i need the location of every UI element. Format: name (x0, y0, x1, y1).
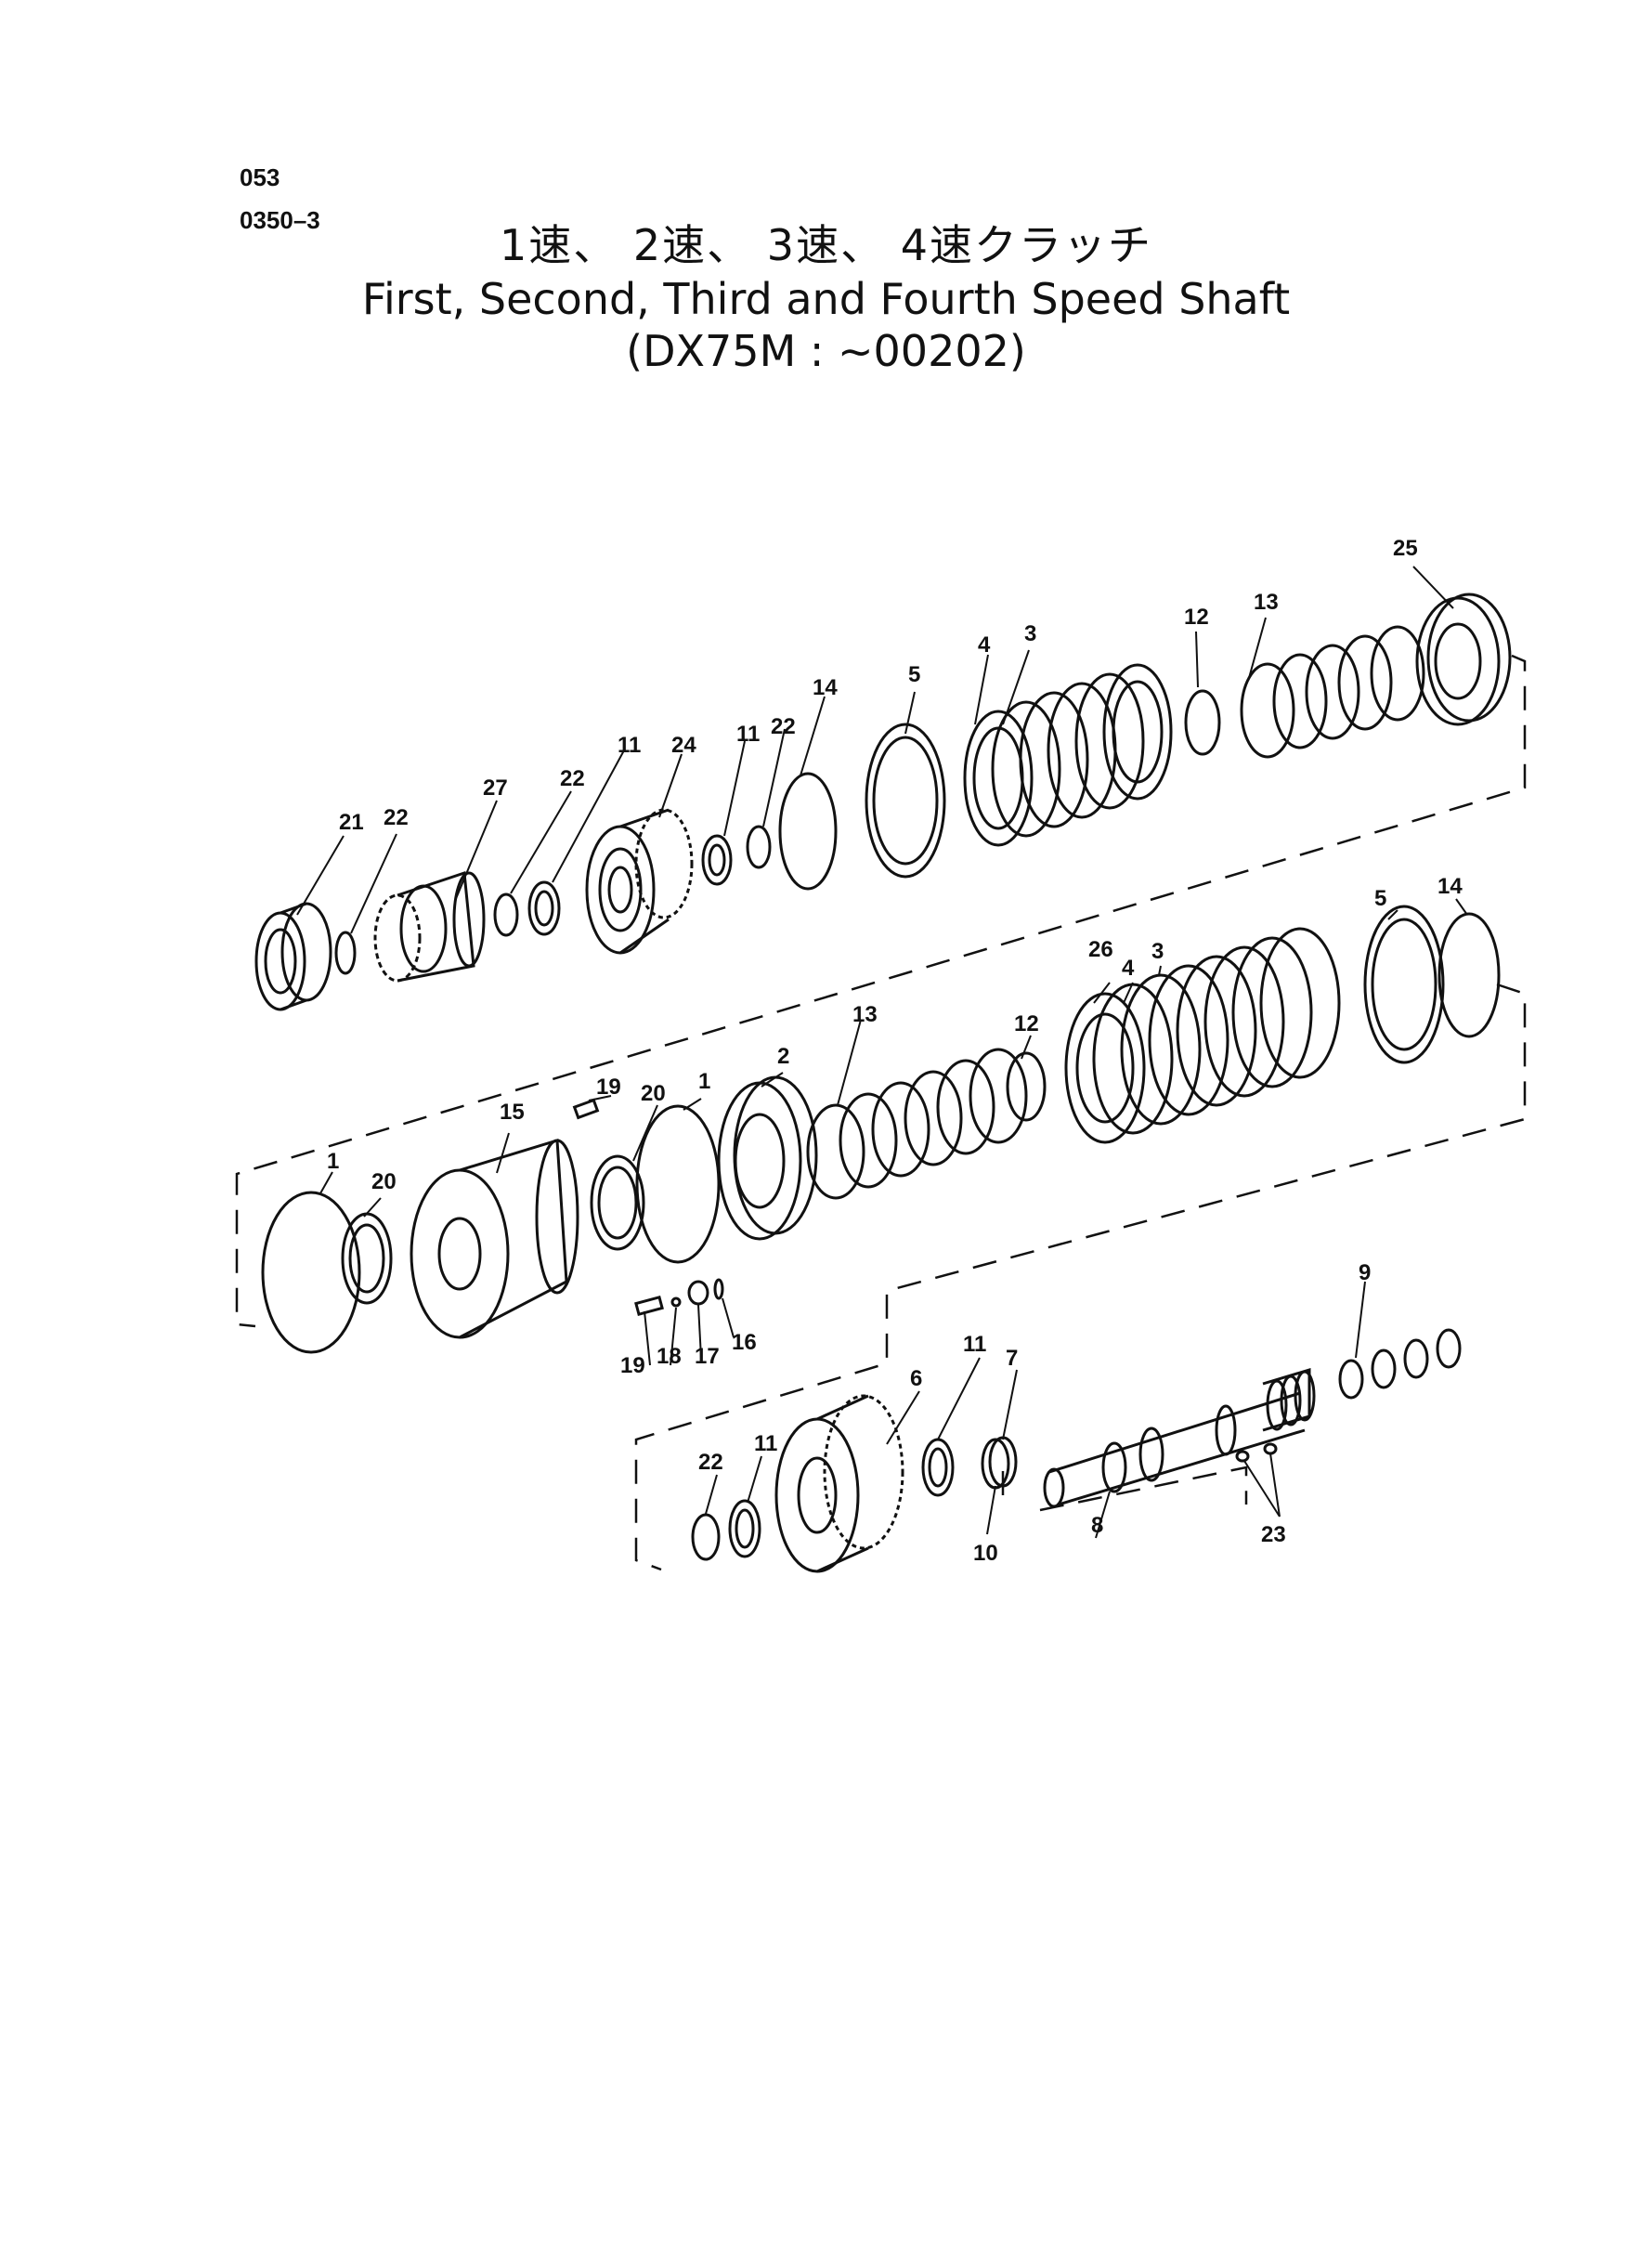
callout-label: 8 (1091, 1513, 1103, 1538)
callout-label: 16 (732, 1330, 757, 1355)
plate-5 (1363, 905, 1445, 1064)
callout-labels: 25 13 12 3 4 5 14 22 11 24 11 22 27 21 2… (327, 536, 1463, 1566)
callout-label: 17 (695, 1344, 720, 1369)
callout-label: 26 (1088, 937, 1113, 962)
callout-label: 22 (384, 805, 409, 830)
spring-13 (1240, 625, 1425, 759)
leader-lines (296, 566, 1468, 1539)
callout-label: 9 (1359, 1260, 1371, 1285)
callout-label: 13 (852, 1002, 878, 1027)
gear-27 (373, 870, 486, 983)
callout-label: 14 (813, 675, 838, 700)
callout-label: 4 (978, 632, 991, 658)
callout-label: 11 (963, 1332, 986, 1357)
callout-label: 3 (1024, 621, 1036, 646)
washer-11 (728, 1499, 761, 1558)
title-english: First, Second, Third and Fourth Speed Sh… (361, 274, 1291, 324)
callout-label: 14 (1437, 874, 1463, 899)
washer-11 (527, 880, 561, 936)
callout-label: 2 (777, 1044, 789, 1069)
callout-label: 21 (339, 810, 364, 835)
assembly-dashed-lines (235, 654, 1527, 1571)
snap-ring-12 (1006, 1051, 1047, 1122)
callout-label: 22 (698, 1450, 723, 1475)
callout-label: 12 (1014, 1011, 1039, 1036)
cover-25 (1415, 593, 1512, 726)
spring-13 (806, 1048, 1028, 1200)
gear-24 (585, 808, 694, 955)
shaft-8 (1043, 1367, 1316, 1508)
callout-label: 11 (754, 1431, 777, 1456)
plate-5 (865, 723, 946, 879)
title-japanese: 1速、 2速、 3速、 4速クラッチ (500, 220, 1152, 270)
snap-ring-14 (778, 772, 838, 891)
ring-20 (341, 1212, 393, 1305)
washer-11 (921, 1438, 955, 1497)
title-model: (DX75M : ~00202) (626, 326, 1026, 376)
callout-label: 22 (560, 766, 585, 791)
callout-label: 5 (908, 662, 920, 687)
callout-label: 5 (1374, 886, 1386, 911)
callout-label: 15 (500, 1100, 525, 1125)
callout-label: 11 (736, 722, 760, 747)
seal-ring-1 (635, 1104, 721, 1264)
callout-label: 3 (1151, 939, 1164, 964)
callout-label: 4 (1122, 956, 1135, 981)
plugs-23 (1235, 1442, 1278, 1463)
bearing-21 (254, 902, 332, 1011)
callout-label: 18 (657, 1344, 682, 1369)
callout-label: 13 (1254, 590, 1279, 615)
callout-label: 24 (671, 733, 696, 758)
page-number: 053 (240, 163, 280, 191)
small-parts-16-19 (634, 1278, 724, 1316)
callout-label: 19 (620, 1353, 645, 1378)
callout-label: 22 (771, 714, 796, 739)
snap-ring-14 (1437, 912, 1501, 1038)
pin-19 (572, 1098, 600, 1120)
callout-label: 11 (618, 733, 641, 758)
seal-rings-9 (1338, 1328, 1462, 1400)
snap-ring-12 (1184, 689, 1221, 756)
callout-label: 19 (596, 1075, 621, 1100)
ring-20 (590, 1154, 645, 1251)
snap-ring-22 (746, 825, 772, 869)
callout-label: 23 (1261, 1522, 1286, 1547)
callout-label: 25 (1393, 536, 1418, 561)
washer-11 (701, 834, 733, 886)
reference-number: 0350–3 (240, 206, 320, 234)
callout-label: 12 (1184, 605, 1209, 630)
snap-ring-22 (493, 892, 519, 937)
callout-label: 20 (641, 1081, 666, 1106)
callout-label: 6 (910, 1366, 922, 1391)
callout-label: 10 (973, 1541, 998, 1566)
callout-label: 27 (483, 775, 508, 801)
callout-label: 1 (698, 1069, 710, 1094)
drum-15 (410, 1139, 579, 1339)
callout-label: 7 (1006, 1346, 1018, 1371)
ring-10-7 (981, 1436, 1018, 1490)
clutch-pack-26-4-3 (1064, 927, 1341, 1144)
callout-label: 20 (371, 1169, 397, 1194)
snap-ring-22 (334, 931, 357, 975)
callout-label: 1 (327, 1149, 339, 1174)
piston-2 (717, 1075, 818, 1241)
seal-ring-1 (261, 1191, 361, 1354)
snap-ring-22 (691, 1513, 721, 1561)
gear-6 (774, 1394, 904, 1573)
clutch-pack-3-4 (963, 663, 1173, 847)
